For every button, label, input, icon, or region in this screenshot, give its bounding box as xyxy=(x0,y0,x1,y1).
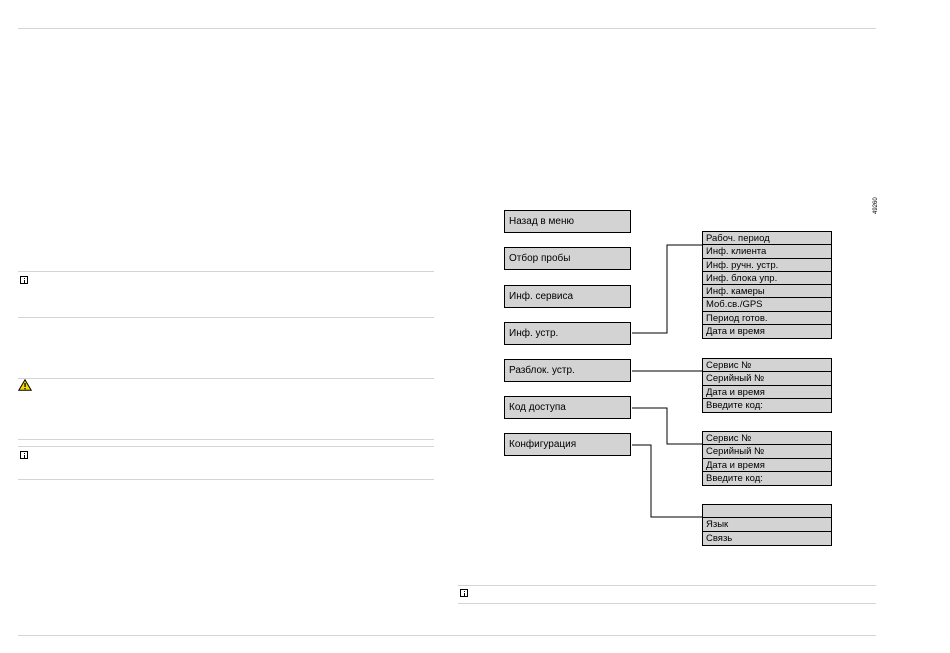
submenu-item[interactable]: Сервис № xyxy=(703,432,831,446)
submenu-item[interactable]: Серийный № xyxy=(703,372,831,386)
note-rule xyxy=(18,271,434,272)
menu-item-configuration[interactable]: Конфигурация xyxy=(504,433,631,456)
note-rule xyxy=(18,479,434,480)
submenu-item[interactable]: Язык xyxy=(703,518,831,532)
warning-icon xyxy=(18,379,32,391)
info-icon xyxy=(20,451,28,459)
note-rule xyxy=(458,585,876,586)
submenu-item[interactable]: Инф. камеры xyxy=(703,285,831,299)
submenu-device-info: Рабоч. период Инф. клиента Инф. ручн. ус… xyxy=(702,231,832,340)
bottom-rule xyxy=(18,635,876,636)
connector-access-code xyxy=(632,407,702,445)
submenu-item[interactable]: Серийный № xyxy=(703,445,831,459)
submenu-item[interactable]: Сервис № xyxy=(703,359,831,373)
connector-configuration xyxy=(632,444,702,518)
menu-item-service-info[interactable]: Инф. сервиса xyxy=(504,285,631,308)
submenu-unlock: Сервис № Серийный № Дата и время Введите… xyxy=(702,358,832,414)
menu-item-unlock[interactable]: Разблок. устр. xyxy=(504,359,631,382)
submenu-item[interactable]: Период готов. xyxy=(703,312,831,326)
submenu-item[interactable] xyxy=(703,505,831,519)
info-icon xyxy=(460,589,468,597)
submenu-item[interactable]: Инф. блока упр. xyxy=(703,272,831,286)
submenu-item[interactable]: Дата и время xyxy=(703,386,831,399)
submenu-item[interactable]: Введите код: xyxy=(706,399,763,411)
submenu-item[interactable]: Введите код: xyxy=(706,472,763,484)
submenu-configuration: Язык Связь xyxy=(702,504,832,546)
menu-item-sampling[interactable]: Отбор пробы xyxy=(504,247,631,270)
connector-device-info xyxy=(632,244,702,334)
info-icon xyxy=(20,276,28,284)
submenu-item[interactable]: Дата и время xyxy=(706,326,765,338)
submenu-item[interactable]: Дата и время xyxy=(703,459,831,472)
note-rule xyxy=(18,317,434,318)
submenu-item[interactable]: Рабоч. период xyxy=(703,232,831,246)
note-rule xyxy=(18,446,434,447)
submenu-item[interactable]: Инф. ручн. устр. xyxy=(703,259,831,272)
submenu-item[interactable]: Инф. клиента xyxy=(703,245,831,259)
submenu-item[interactable]: Моб.св./GPS xyxy=(703,298,831,312)
menu-item-access-code[interactable]: Код доступа xyxy=(504,396,631,419)
note-rule xyxy=(458,603,876,604)
note-rule xyxy=(18,378,434,379)
note-rule xyxy=(18,439,434,440)
submenu-access-code: Сервис № Серийный № Дата и время Введите… xyxy=(702,431,832,487)
menu-item-device-info[interactable]: Инф. устр. xyxy=(504,322,631,345)
top-rule xyxy=(18,28,876,29)
submenu-item[interactable]: Связь xyxy=(706,532,733,544)
menu-item-back[interactable]: Назад в меню xyxy=(504,210,631,233)
